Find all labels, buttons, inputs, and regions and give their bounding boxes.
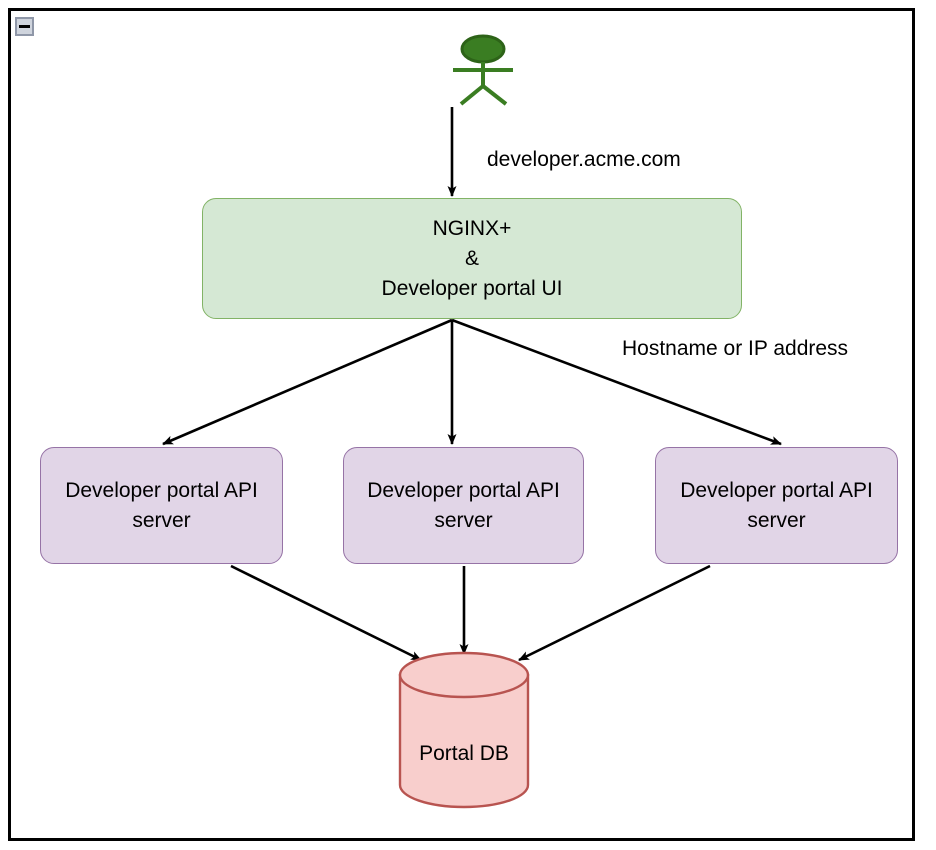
diagram-frame <box>8 8 915 841</box>
node-api-server-3[interactable]: Developer portal API server <box>655 447 898 564</box>
node-nginx-developer-portal-ui[interactable]: NGINX+ & Developer portal UI <box>202 198 742 319</box>
node-api-server-1[interactable]: Developer portal API server <box>40 447 283 564</box>
node-portal-db[interactable] <box>399 654 529 806</box>
edge-label-developer-acme-com: developer.acme.com <box>487 148 681 171</box>
node-api-server-1-label: Developer portal API server <box>65 478 258 532</box>
node-api-server-2[interactable]: Developer portal API server <box>343 447 584 564</box>
actor-user[interactable] <box>420 36 484 104</box>
node-api-server-3-label: Developer portal API server <box>680 478 873 532</box>
collapse-minus-icon[interactable] <box>15 17 34 36</box>
node-portal-db-label: Portal DB <box>419 742 509 765</box>
node-nginx-label: NGINX+ & Developer portal UI <box>381 216 563 300</box>
minus-glyph <box>19 25 30 28</box>
edge-label-hostname-or-ip: Hostname or IP address <box>622 337 849 360</box>
node-api-server-2-label: Developer portal API server <box>367 478 560 532</box>
